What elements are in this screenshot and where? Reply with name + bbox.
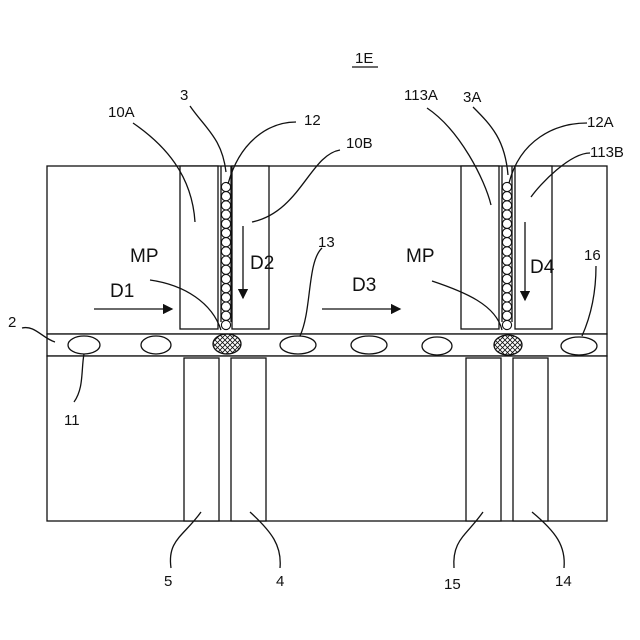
label-mp-right: MP — [406, 246, 435, 267]
droplet — [351, 336, 387, 354]
particle — [502, 247, 511, 256]
channel-layer — [47, 334, 607, 356]
label-13: 13 — [318, 234, 335, 251]
particle — [502, 238, 511, 247]
particle — [502, 284, 511, 293]
particle — [502, 265, 511, 274]
electrode-4 — [231, 358, 266, 521]
electrode-14 — [513, 358, 548, 521]
particle — [221, 284, 230, 293]
leader-3 — [190, 106, 226, 172]
label-4: 4 — [276, 573, 284, 590]
particle — [221, 192, 230, 201]
label-3: 3 — [180, 87, 188, 104]
particle — [221, 256, 230, 265]
electrode-15 — [466, 358, 501, 521]
label-d2: D2 — [250, 253, 274, 274]
particle — [502, 256, 511, 265]
electrode-5 — [184, 358, 219, 521]
label-11: 11 — [64, 412, 80, 429]
label-5: 5 — [164, 573, 172, 590]
particle — [221, 320, 230, 329]
particle — [502, 210, 511, 219]
label-16: 16 — [584, 247, 601, 264]
particle — [221, 293, 230, 302]
particle — [221, 219, 230, 228]
droplet — [422, 337, 452, 355]
particle — [502, 228, 511, 237]
label-10b: 10B — [346, 135, 373, 152]
droplet — [141, 336, 171, 354]
label-12: 12 — [304, 112, 321, 129]
label-3a: 3A — [463, 89, 481, 106]
particle — [502, 201, 511, 210]
label-12a: 12A — [587, 114, 614, 131]
particle — [221, 201, 230, 210]
particle — [221, 311, 230, 320]
particle — [502, 274, 511, 283]
droplet-16 — [561, 337, 597, 355]
label-d4: D4 — [530, 257, 555, 278]
droplet-11 — [68, 336, 100, 354]
particle — [221, 265, 230, 274]
particle — [221, 210, 230, 219]
particle — [502, 293, 511, 302]
label-mp-left: MP — [130, 246, 159, 267]
nozzle-wall-10a — [180, 166, 218, 329]
nozzle-wall-10b — [232, 166, 269, 329]
particle — [221, 302, 230, 311]
label-2: 2 — [8, 314, 16, 331]
particle — [221, 228, 230, 237]
nozzle-wall-113a — [461, 166, 499, 329]
label-113a: 113A — [404, 87, 438, 104]
particle — [502, 219, 511, 228]
particle — [221, 182, 230, 191]
droplet-13 — [280, 336, 316, 354]
particle — [502, 302, 511, 311]
label-10a: 10A — [108, 104, 135, 121]
particle — [221, 274, 230, 283]
label-d1: D1 — [110, 281, 134, 302]
label-113b: 113B — [590, 144, 624, 161]
particle — [221, 247, 230, 256]
leader-3a — [473, 107, 508, 175]
label-15: 15 — [444, 576, 461, 593]
particle — [502, 182, 511, 191]
merged-droplet-left — [213, 334, 241, 354]
figure-title: 1E — [355, 50, 373, 67]
label-14: 14 — [555, 573, 572, 590]
particle — [502, 192, 511, 201]
merged-droplet-right — [494, 335, 522, 355]
particle — [221, 238, 230, 247]
label-d3: D3 — [352, 275, 376, 296]
particle — [502, 311, 511, 320]
nozzle-wall-113b — [515, 166, 552, 329]
particle — [502, 320, 511, 329]
